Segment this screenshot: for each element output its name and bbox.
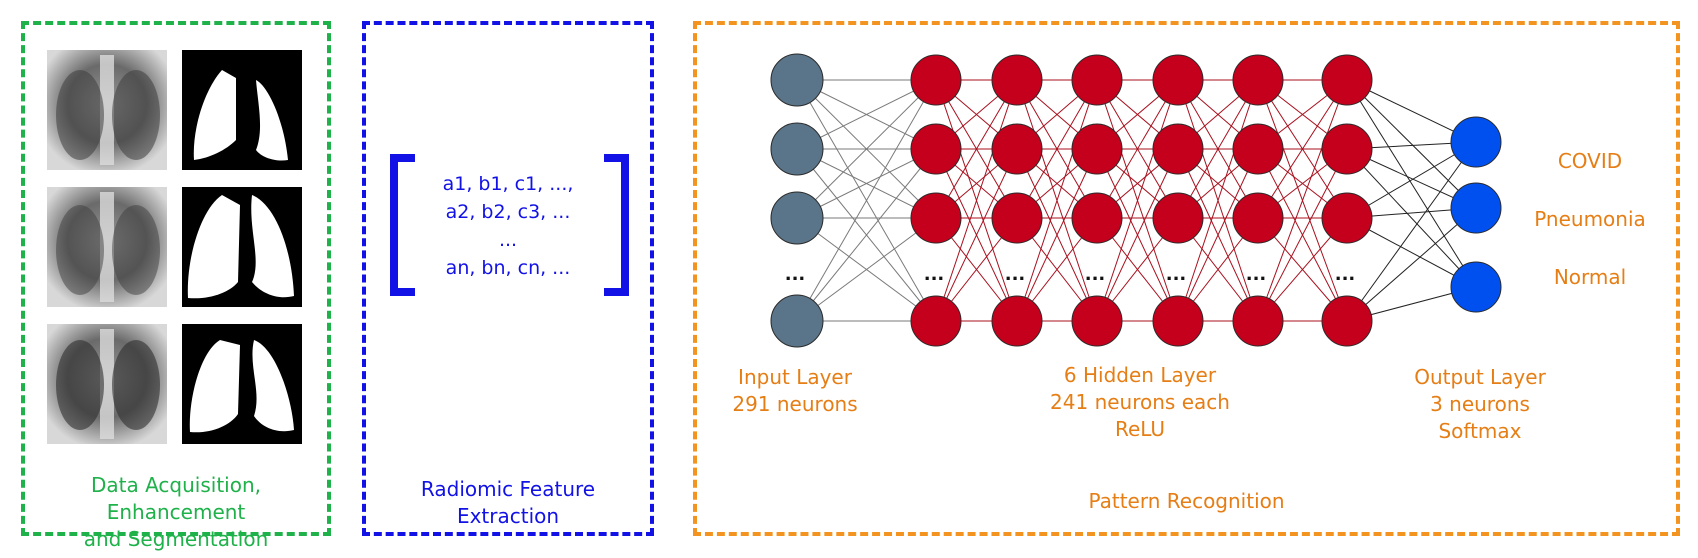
layer-ellipsis: ... (1335, 264, 1356, 285)
xray-image-2 (47, 187, 167, 307)
output-neuron (1450, 116, 1502, 168)
input-layer-label: Input Layer 291 neurons (732, 365, 858, 416)
connection-line (796, 217, 937, 322)
lung-mask-1 (182, 50, 302, 170)
network-neurons (770, 53, 1502, 348)
feature-row: a2, b2, c3, ... (445, 201, 571, 223)
hidden-neuron (1232, 295, 1284, 347)
connection-line (1346, 79, 1477, 209)
lung-mask-3 (182, 324, 302, 444)
connection-line (796, 79, 937, 219)
hidden-layer-label: 6 Hidden Layer 241 neurons each ReLU (1050, 363, 1230, 441)
connection-line (1257, 148, 1348, 322)
connection-line (1346, 207, 1477, 322)
hidden-neuron (991, 54, 1043, 106)
output-neuron (1450, 182, 1502, 234)
connection-line (935, 79, 1018, 322)
hidden-neuron (991, 295, 1043, 347)
xray-image-1 (47, 50, 167, 170)
connection-line (1346, 141, 1477, 322)
input-neuron (770, 294, 824, 348)
connection-line (935, 148, 1018, 322)
connection-line (796, 79, 937, 322)
hidden-neuron (910, 192, 962, 244)
extraction-panel (362, 21, 654, 536)
hidden-neuron (910, 123, 962, 175)
hidden-neuron (910, 54, 962, 106)
network-connections (796, 79, 1477, 322)
input-neuron (770, 191, 824, 245)
class-label-pneumonia: Pneumonia (1534, 207, 1646, 231)
connection-line (1016, 79, 1098, 219)
feature-row: an, bn, cn, ... (445, 257, 571, 279)
hidden-neuron (1321, 295, 1373, 347)
xray-image-3 (47, 324, 167, 444)
right-bracket (604, 154, 629, 296)
connection-line (1177, 79, 1259, 219)
class-label-covid: COVID (1557, 149, 1623, 173)
connection-line (796, 148, 937, 322)
connection-line (1096, 148, 1179, 322)
hidden-neuron (1071, 295, 1123, 347)
input-neuron (770, 53, 824, 107)
hidden-neuron (1232, 192, 1284, 244)
connection-line (1257, 79, 1348, 322)
class-label-normal: Normal (1553, 265, 1627, 289)
connection-line (1016, 148, 1098, 322)
hidden-neuron (910, 295, 962, 347)
network-ellipses: ..................... (785, 264, 1356, 285)
hidden-neuron (1071, 123, 1123, 175)
recognition-title: Pattern Recognition (1088, 489, 1285, 513)
connection-line (1257, 79, 1348, 219)
hidden-neuron (1071, 192, 1123, 244)
hidden-neuron (1152, 295, 1204, 347)
acquisition-title: Data Acquisition, Enhancement and Segmen… (83, 473, 269, 551)
hidden-neuron (1321, 192, 1373, 244)
feature-row: a1, b1, c1, ..., (442, 173, 574, 195)
connection-line (1346, 79, 1477, 288)
hidden-neuron (1152, 54, 1204, 106)
hidden-neuron (1232, 54, 1284, 106)
hidden-neuron (1152, 192, 1204, 244)
hidden-neuron (1152, 123, 1204, 175)
layer-ellipsis: ... (1005, 264, 1026, 285)
connection-line (935, 79, 1018, 219)
hidden-neuron (991, 123, 1043, 175)
connection-line (1177, 148, 1259, 322)
feature-vector: a1, b1, c1, ..., a2, b2, c3, ... ... an,… (408, 170, 608, 282)
output-layer-label: Output Layer 3 neurons Softmax (1414, 365, 1546, 443)
connection-line (1016, 79, 1098, 322)
connection-line (1346, 148, 1477, 288)
connection-line (1177, 79, 1259, 322)
recognition-panel (693, 21, 1680, 536)
connection-line (1096, 79, 1179, 219)
acquisition-panel (21, 21, 331, 536)
extraction-title: Radiomic Feature Extraction (420, 477, 596, 528)
layer-ellipsis: ... (785, 264, 806, 285)
left-bracket (390, 154, 415, 296)
lung-mask-2 (182, 187, 302, 307)
feature-row: ... (498, 229, 518, 251)
hidden-neuron (991, 192, 1043, 244)
layer-ellipsis: ... (1246, 264, 1267, 285)
layer-ellipsis: ... (1166, 264, 1187, 285)
connection-line (1096, 79, 1179, 322)
hidden-neuron (1321, 54, 1373, 106)
layer-ellipsis: ... (924, 264, 945, 285)
layer-ellipsis: ... (1085, 264, 1106, 285)
hidden-neuron (1071, 54, 1123, 106)
hidden-neuron (1321, 123, 1373, 175)
hidden-neuron (1232, 123, 1284, 175)
output-neuron (1450, 261, 1502, 313)
input-neuron (770, 122, 824, 176)
